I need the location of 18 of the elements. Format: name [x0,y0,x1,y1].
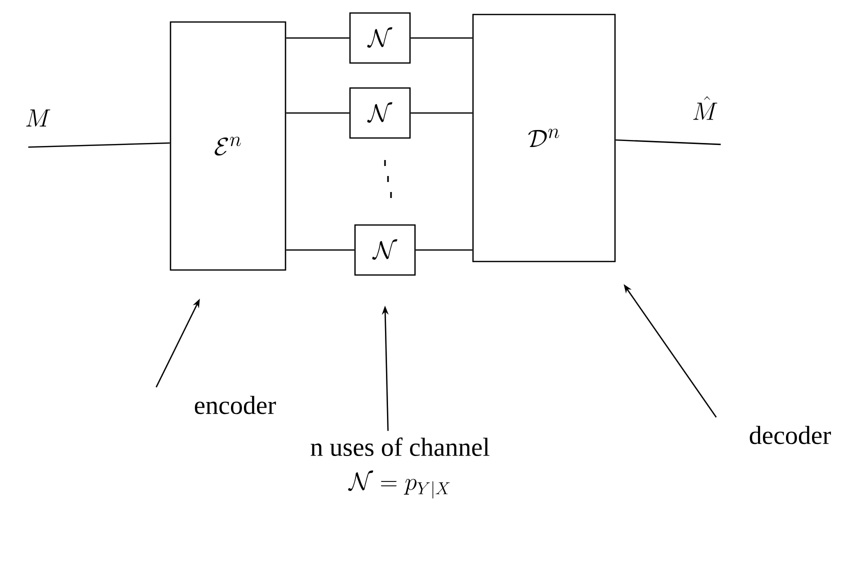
channel-box: $\mathcal{N}$ [349,87,411,139]
connector-line [28,142,170,148]
annotation-text: n uses of channel $\mathcal{N}=p_{Y|X}$ [310,438,490,499]
channel-box: $\mathcal{N}$ [354,224,416,276]
connector-line [410,112,472,114]
connector-line [286,37,350,39]
encoder-box: $\mathcal{E}^n$ [170,21,286,271]
connector-line [286,112,350,114]
annotation-text: decoder [750,426,831,444]
annotation-text: encoder [194,396,276,414]
symbol-label: $M$ [26,110,50,126]
channel-box: $\mathcal{N}$ [349,12,411,64]
connector-line [616,139,721,146]
connector-line [286,249,354,251]
connector-line [410,37,472,39]
symbol-label: $\hat{M}$ [693,96,718,120]
connector-line [416,249,472,251]
decoder-box: $\mathcal{D}^n$ [472,14,616,262]
